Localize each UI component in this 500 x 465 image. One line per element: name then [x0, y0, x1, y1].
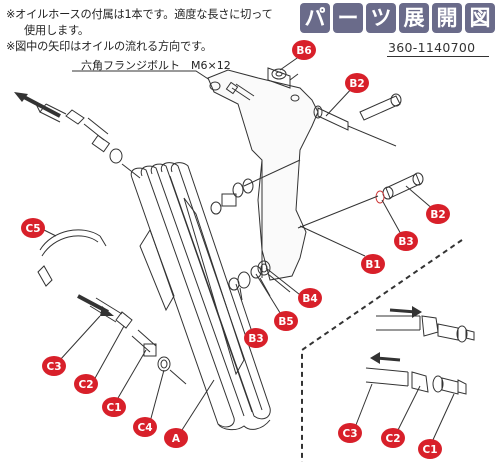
- part-label-b3-bottom: B3: [244, 328, 268, 348]
- label-text: C2: [385, 433, 400, 445]
- part-label-c4: C4: [133, 417, 157, 437]
- inset-hose-bottom: [365, 367, 409, 387]
- flow-arrow: [21, 94, 61, 118]
- bolt-b2-mid: [385, 173, 421, 199]
- bolt-label: 六角フランジボルト M6×12: [81, 59, 231, 72]
- collar-b5: [250, 265, 262, 279]
- label-text: C1: [422, 444, 437, 456]
- part-number: 360-1140700: [388, 40, 476, 55]
- label-text: C2: [78, 379, 93, 391]
- title-char: ー: [333, 3, 363, 33]
- title-char: 開: [432, 3, 462, 33]
- label-text: B6: [296, 45, 311, 57]
- part-label-b3-right: B3: [394, 231, 418, 251]
- inset-border: [301, 239, 463, 462]
- label-text: B2: [430, 209, 445, 221]
- part-label-b2-top: B2: [345, 73, 369, 93]
- clamp-c2: [115, 311, 133, 329]
- washer-b4: [257, 260, 271, 276]
- label-text: C1: [106, 402, 121, 414]
- spacer-b6: [267, 67, 291, 89]
- label-badge: [244, 328, 268, 348]
- bracket-hole: [209, 81, 221, 91]
- washer-b3: [228, 277, 240, 291]
- part-label-a: A: [164, 428, 188, 448]
- label-text: B1: [365, 259, 380, 271]
- bracket-bolt-head: [225, 81, 239, 95]
- bracket-b1: [207, 69, 319, 281]
- part-label-b4: B4: [298, 288, 322, 308]
- clamp-c5: [39, 229, 101, 251]
- washer-c4: [157, 356, 171, 372]
- label-text: B3: [248, 333, 263, 345]
- label-badge: [394, 231, 418, 251]
- label-text: A: [172, 433, 181, 445]
- label-badge: [102, 397, 126, 417]
- bracket-hole: [290, 94, 300, 102]
- label-badge: [164, 428, 188, 448]
- label-badge: [133, 417, 157, 437]
- title-char: ツ: [366, 3, 396, 33]
- title-char: パ: [300, 3, 330, 33]
- label-badge: [361, 254, 385, 274]
- label-badge: [338, 423, 362, 443]
- title-char: 図: [465, 3, 495, 33]
- label-badge: [345, 73, 369, 93]
- part-label-b5: B5: [274, 311, 298, 331]
- inset-hose-top: [376, 315, 421, 331]
- part-label-c2-inset: C2: [381, 428, 405, 448]
- part-label-c2: C2: [74, 374, 98, 394]
- title-char: 展: [399, 3, 429, 33]
- label-badge: [21, 218, 45, 238]
- note-hose-usage: 使用します。: [24, 24, 89, 37]
- bolt-label-leader: [72, 70, 223, 89]
- hose-clamp-top: [65, 109, 85, 125]
- label-badge: [418, 439, 442, 459]
- label-badge: [298, 288, 322, 308]
- note-hose-included: ※オイルホースの付属は1本です。適度な長さに切って: [6, 8, 273, 21]
- label-text: C5: [25, 223, 40, 235]
- note-arrow-direction: ※図中の矢印はオイルの流れる方向です。: [6, 40, 212, 53]
- label-text: C3: [342, 428, 357, 440]
- flow-arrow: [389, 308, 417, 314]
- part-number-underline: [387, 56, 489, 57]
- part-label-c1-inset: C1: [418, 439, 442, 459]
- part-label-b1: B1: [361, 254, 385, 274]
- part-label-c5: C5: [21, 218, 45, 238]
- part-label-b6: B6: [292, 40, 316, 60]
- label-text: B3: [398, 236, 413, 248]
- label-badge: [74, 374, 98, 394]
- label-badge: [274, 311, 298, 331]
- part-label-b2-mid: B2: [426, 204, 450, 224]
- label-badge: [381, 428, 405, 448]
- label-badge: [292, 40, 316, 60]
- part-label-c3: C3: [42, 356, 66, 376]
- fitting-c1: [131, 329, 157, 353]
- oil-cooler-a: [130, 162, 271, 431]
- part-label-c3-inset: C3: [338, 423, 362, 443]
- label-text: B5: [278, 316, 293, 328]
- flow-arrows: [14, 92, 422, 364]
- label-text: C4: [137, 422, 152, 434]
- label-badge: [426, 204, 450, 224]
- label-text: B4: [302, 293, 317, 305]
- hose-top: [39, 103, 67, 123]
- label-text: B2: [349, 78, 364, 90]
- label-badge: [42, 356, 66, 376]
- label-text: C3: [46, 361, 61, 373]
- bolt-b2-top: [317, 107, 349, 131]
- part-label-c1: C1: [102, 397, 126, 417]
